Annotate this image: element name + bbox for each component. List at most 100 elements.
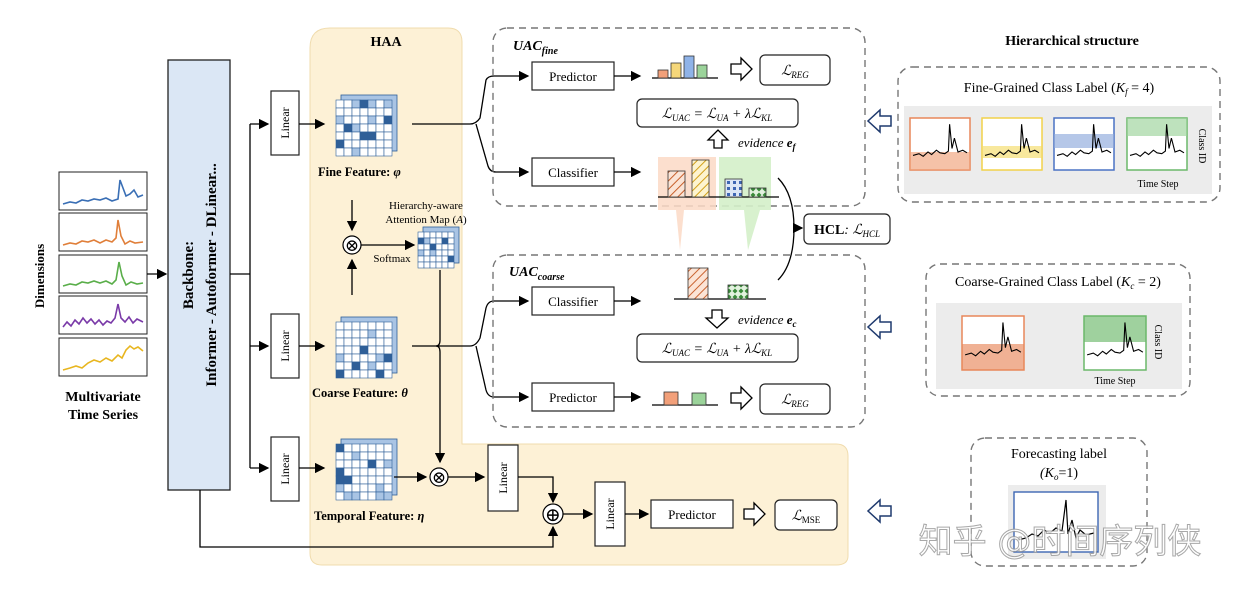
grid-cell — [367, 107, 377, 117]
reg-bar — [696, 64, 708, 79]
grid-cell — [351, 115, 361, 125]
grid-cell — [359, 321, 369, 331]
grid-cell — [335, 329, 345, 339]
grid-cell — [447, 261, 455, 269]
loss-reg-coarse-box — [759, 383, 831, 415]
grid-cell — [335, 337, 345, 347]
grid-cell — [367, 115, 377, 125]
reg-bar — [657, 69, 669, 79]
grid-cell — [441, 231, 449, 239]
label-thumbnail — [981, 117, 1043, 171]
residual-path — [199, 490, 559, 548]
uac-coarse-predictor-label: Predictor — [549, 390, 597, 405]
grid-cell — [367, 369, 377, 379]
attention-label-line1: Hierarchy-aware — [389, 200, 463, 212]
loss-reg-coarse: ℒREG — [781, 393, 809, 409]
grid-cell — [423, 255, 431, 263]
grid-cell — [367, 123, 377, 133]
time-series-panels — [58, 171, 148, 377]
grid-cell — [367, 451, 377, 461]
label-band — [910, 152, 970, 170]
label-thumbnail-line — [964, 322, 1022, 357]
haa-title: HAA — [370, 35, 402, 50]
fine-thumbnails — [909, 117, 1188, 171]
grid-cell — [367, 459, 377, 469]
grid-cell — [435, 249, 443, 257]
reg-bar — [663, 391, 679, 406]
coarse-class-id: Class ID — [1152, 325, 1163, 360]
reg-bar — [670, 62, 682, 79]
grid-cell — [359, 337, 369, 347]
grid-cell — [375, 321, 385, 331]
grid-cell — [383, 491, 393, 501]
grid-cell — [367, 329, 377, 339]
grid-cell — [343, 345, 353, 355]
grid-cell — [447, 249, 455, 257]
grid-cell — [367, 131, 377, 141]
coarse-regression-bars — [652, 391, 718, 406]
class-bar — [687, 267, 709, 300]
grid-cell — [335, 131, 345, 141]
haa-background — [309, 27, 849, 566]
oplus-symbol: ⊕ — [545, 505, 561, 526]
coarse-thumbnails — [961, 315, 1147, 371]
grid-cell — [375, 353, 385, 363]
hierarchy-title: Hierarchical structure — [1005, 34, 1139, 49]
grid-cell — [383, 337, 393, 347]
temporal-predictor — [650, 499, 734, 529]
loss-uac-fine: ℒUAC = ℒUA + λℒKL — [662, 107, 772, 123]
grid-cell — [359, 443, 369, 453]
grid-cell — [335, 353, 345, 363]
grid-cell — [383, 321, 393, 331]
grid-cell — [335, 139, 345, 149]
grid-cell — [383, 459, 393, 469]
label-band — [982, 146, 1042, 158]
grid-cell — [375, 459, 385, 469]
fine-feature-grid — [335, 94, 398, 157]
grid-cell — [383, 115, 393, 125]
coarse-time-step: Time Step — [1094, 376, 1135, 387]
grid-cell — [367, 337, 377, 347]
fine-label-box — [897, 66, 1221, 203]
grid-cell — [447, 231, 455, 239]
grid-cell — [343, 123, 353, 133]
attention-label-line2: Attention Map (A) — [385, 214, 467, 226]
fine-feature-label: Fine Feature: φ — [318, 165, 401, 179]
grid-cell — [447, 255, 455, 263]
grid-cell — [441, 237, 449, 245]
uac-fine-predictor-label: Predictor — [549, 69, 597, 84]
backbone-line1: Backbone: — [181, 241, 197, 309]
grid-cell — [359, 475, 369, 485]
grid-cell — [351, 107, 361, 117]
grid-cell — [335, 459, 345, 469]
grid-cell — [429, 261, 437, 269]
forecast-thumb — [1013, 491, 1099, 553]
grid-cell — [383, 107, 393, 117]
coarse-label-title: Coarse-Grained Class Label (Kc = 2) — [955, 275, 1161, 291]
grid-cell — [359, 451, 369, 461]
grid-cell — [423, 249, 431, 257]
grid-cell — [343, 475, 353, 485]
grid-cell — [359, 329, 369, 339]
grid-cell — [343, 369, 353, 379]
grid-cell — [375, 361, 385, 371]
grid-cell — [335, 491, 345, 501]
grid-cell — [359, 99, 369, 109]
hollow-arrow-coarse-reg — [730, 385, 753, 411]
grid-cell — [343, 353, 353, 363]
grid-cell — [429, 237, 437, 245]
grid-cell — [359, 459, 369, 469]
grid-cell — [359, 491, 369, 501]
grid-cell — [435, 237, 443, 245]
class-bar — [724, 178, 743, 198]
otimes-attention-symbol: ⊗ — [345, 236, 359, 255]
grid-cell — [383, 99, 393, 109]
grid-cell — [359, 361, 369, 371]
grid-cell — [359, 369, 369, 379]
grid-cell — [367, 321, 377, 331]
uac-fine-title: UACfine — [513, 39, 558, 57]
grid-cell — [423, 261, 431, 269]
grid-cell — [429, 255, 437, 263]
grid-cell — [441, 255, 449, 263]
forecast-label-line1: Forecasting label — [1011, 447, 1107, 462]
